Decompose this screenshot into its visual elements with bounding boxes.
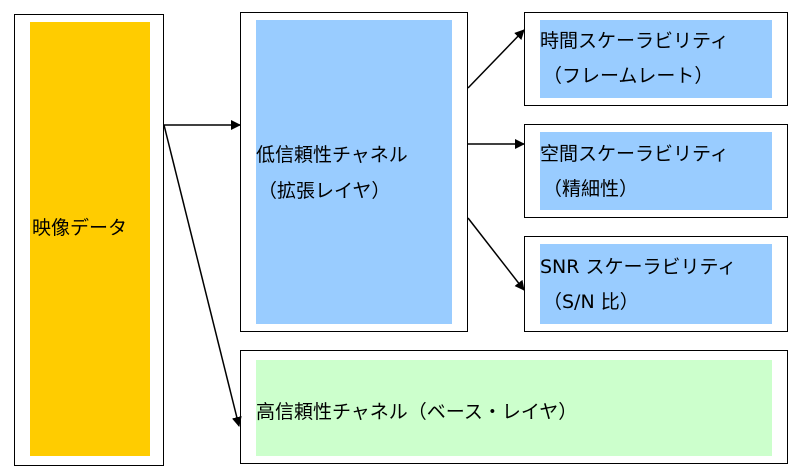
high-reliability-channel-label: 高信頼性チャネル（ベース・レイヤ） [256,401,578,423]
snr-scalability-subtitle: （S/N 比） [543,291,639,313]
spatial-scalability-fill [540,132,772,210]
temporal-scalability-subtitle: （フレームレート） [543,65,714,87]
snr-scalability-fill [540,244,772,324]
arrow-low-to-snr [467,217,525,291]
high-reliability-channel-fill [256,360,772,456]
low-reliability-channel-fill [256,20,452,324]
temporal-scalability-fill [540,20,772,98]
video-data-fill [30,22,150,456]
video-data-label: 映像データ [32,217,128,239]
arrow-low-to-temporal [467,29,525,89]
snr-scalability-title: SNR スケーラビリティ [540,256,737,278]
arrow-video-to-high-reliability [163,124,242,427]
low-reliability-channel-subtitle: （拡張レイヤ） [258,180,391,202]
temporal-scalability-title: 時間スケーラビリティ [540,30,729,52]
low-reliability-channel-title: 低信頼性チャネル [256,144,408,166]
spatial-scalability-subtitle: （精細性） [543,178,639,200]
spatial-scalability-title: 空間スケーラビリティ [540,143,729,165]
